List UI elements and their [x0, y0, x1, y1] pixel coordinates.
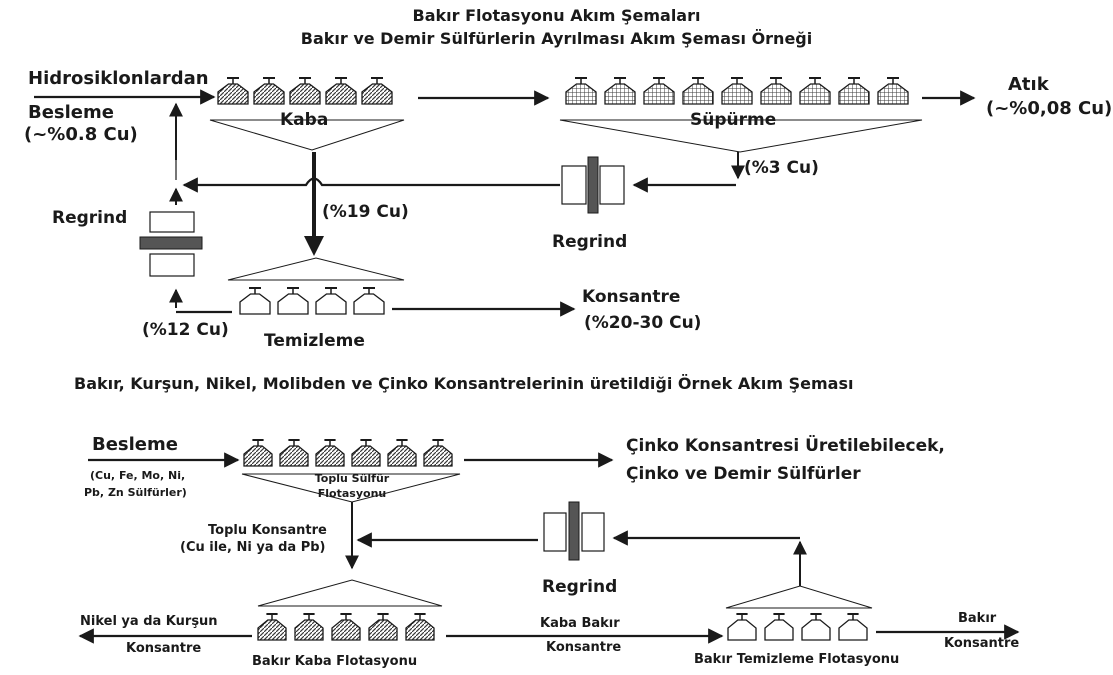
bulk-conc-label-2: (Cu ile, Ni ya da Pb) — [180, 540, 326, 555]
bulk-conc-label-1: Toplu Konsantre — [208, 523, 327, 538]
flotation-cell — [217, 77, 249, 105]
cleaner-label: Temizleme — [264, 331, 365, 351]
top-title: Bakır Flotasyonu Akım Şemaları — [412, 6, 701, 25]
bulk-label-2: Flotasyonu — [317, 487, 387, 500]
flotation-cell — [801, 613, 831, 641]
cleaner-bank — [239, 287, 385, 315]
feed-label: Besleme — [28, 102, 114, 123]
flotation-cell — [239, 287, 271, 315]
feed-grade-label: (~%0.8 Cu) — [24, 124, 138, 145]
cleaner-launder — [227, 257, 405, 281]
tailings-grade-label: (~%0,08 Cu) — [986, 98, 1113, 119]
flotation-cell — [315, 439, 345, 467]
flotation-cell — [289, 77, 321, 105]
flotation-cell — [799, 77, 831, 105]
bottom-regrind-label: Regrind — [542, 577, 618, 597]
flotation-cell — [331, 613, 361, 641]
flotation-cell — [257, 613, 287, 641]
regrind-return-line — [182, 177, 560, 193]
flotation-cell — [877, 77, 909, 105]
flotation-cell — [604, 77, 636, 105]
flotation-cell — [368, 613, 398, 641]
scavenger-label: Süpürme — [690, 110, 777, 130]
flotation-cell — [353, 287, 385, 315]
cleaner-tail-grade-label: (%12 Cu) — [142, 320, 229, 340]
nickel-label-2: Konsantre — [126, 641, 202, 656]
flotation-cell — [277, 287, 309, 315]
flotation-cell — [294, 613, 324, 641]
bottom-feed-desc-1: (Cu, Fe, Mo, Ni, — [90, 469, 186, 482]
scavenger-launder — [559, 119, 923, 153]
flotation-cell — [838, 77, 870, 105]
tailings-label: Atık — [1008, 74, 1049, 95]
regrind-mill-bottom — [543, 501, 605, 561]
flotation-cell — [721, 77, 753, 105]
scavenger-bank — [565, 77, 909, 105]
cu-cleaner-bank — [727, 613, 868, 641]
rougher-conc-grade-label: (%19 Cu) — [322, 202, 409, 222]
feed-source-label: Hidrosiklonlardan — [28, 68, 209, 89]
flotation-cell — [243, 439, 273, 467]
flotation-cell — [253, 77, 285, 105]
rough-cu-label-1: Kaba Bakır — [540, 616, 620, 631]
concentrate-label: Konsantre — [582, 287, 681, 307]
cu-conc-label-2: Konsantre — [944, 636, 1020, 651]
flotation-cell — [315, 287, 347, 315]
flotation-cell — [764, 613, 794, 641]
top-subtitle: Bakır ve Demir Sülfürlerin Ayrılması Akı… — [300, 29, 813, 48]
flotation-cell — [727, 613, 757, 641]
flotation-cell — [682, 77, 714, 105]
regrind-right-label: Regrind — [552, 232, 628, 252]
cu-conc-label-1: Bakır — [958, 611, 997, 626]
flotation-cell — [838, 613, 868, 641]
flotation-cell — [351, 439, 381, 467]
zinc-label-1: Çinko Konsantresi Üretilebilecek, — [626, 436, 945, 456]
flotation-cell — [423, 439, 453, 467]
flotation-cell — [361, 77, 393, 105]
flotation-cell — [387, 439, 417, 467]
rougher-bank — [217, 77, 393, 105]
regrind-left-label: Regrind — [52, 208, 128, 228]
regrind-mill-left — [139, 211, 203, 277]
concentrate-grade-label: (%20-30 Cu) — [584, 313, 702, 333]
cu-cleaner-label: Bakır Temizleme Flotasyonu — [694, 652, 900, 667]
nickel-label-1: Nikel ya da Kurşun — [80, 614, 218, 629]
bottom-title: Bakır, Kurşun, Nikel, Molibden ve Çinko … — [74, 374, 854, 393]
bottom-feed-desc-2: Pb, Zn Sülfürler) — [84, 486, 187, 499]
rough-cu-label-2: Konsantre — [546, 640, 622, 655]
rougher-label: Kaba — [280, 110, 329, 130]
zinc-label-2: Çinko ve Demir Sülfürler — [626, 464, 861, 484]
bottom-feed-label: Besleme — [92, 434, 178, 455]
flotation-cell — [405, 613, 435, 641]
scav-conc-grade-label: (%3 Cu) — [744, 158, 819, 178]
flotation-cell — [279, 439, 309, 467]
rougher-launder — [209, 119, 405, 151]
flotation-cell — [760, 77, 792, 105]
regrind-mill-right — [561, 156, 625, 214]
flotation-cell-banks — [217, 77, 909, 641]
flotation-cell — [643, 77, 675, 105]
cu-rougher-bank — [257, 613, 435, 641]
flotation-cell — [565, 77, 597, 105]
bulk-label-1: Toplu Sülfür — [314, 472, 390, 485]
flotation-cell — [325, 77, 357, 105]
cu-rougher-label: Bakır Kaba Flotasyonu — [252, 654, 418, 669]
bulk-bank — [243, 439, 453, 467]
